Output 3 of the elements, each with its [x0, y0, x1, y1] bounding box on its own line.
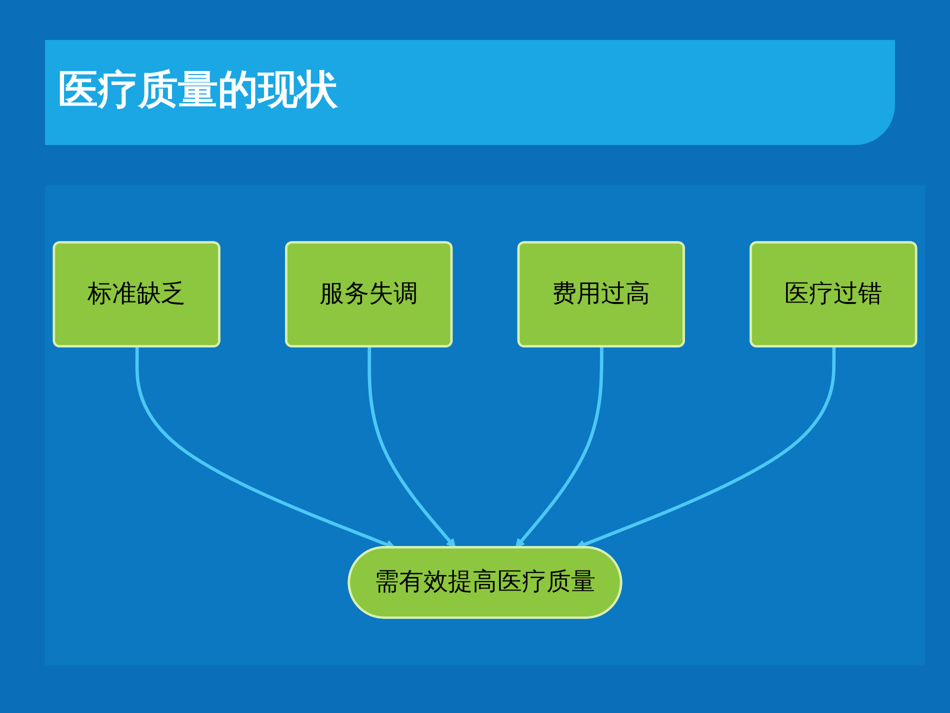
- arrow: [368, 346, 456, 548]
- arrow: [515, 346, 604, 548]
- slide-title: 医疗质量的现状: [58, 66, 338, 115]
